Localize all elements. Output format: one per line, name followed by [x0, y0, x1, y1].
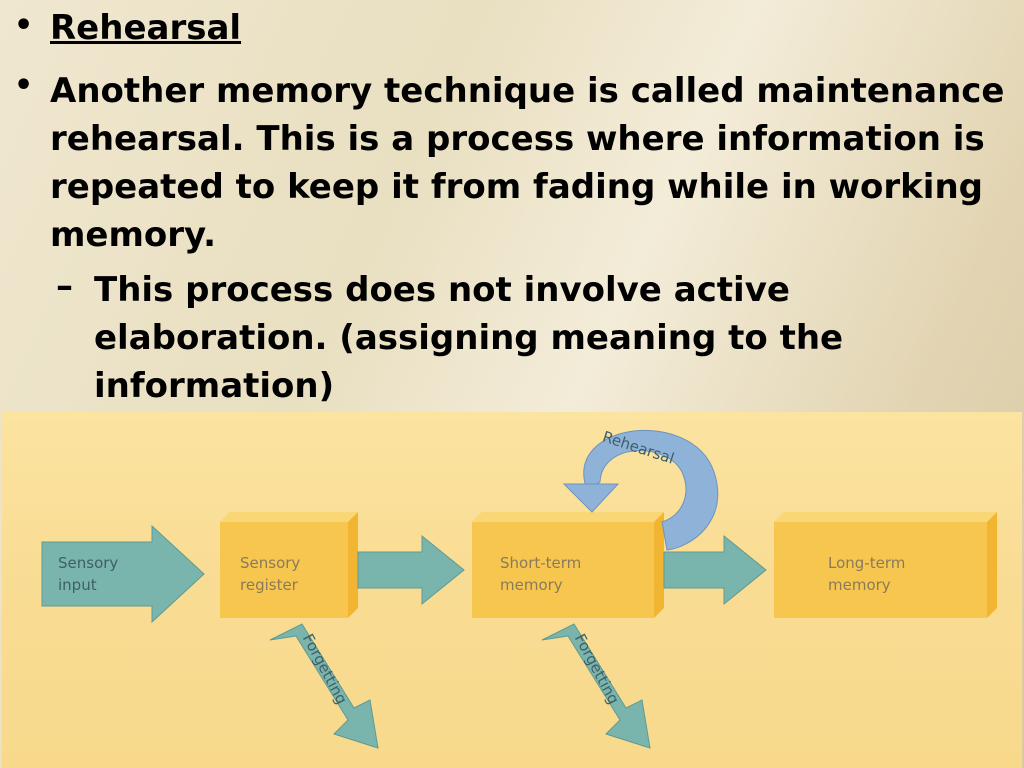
- sensory-register-label-line2: register: [240, 576, 299, 594]
- forgetting-arrow-stm: Forgetting: [541, 623, 651, 749]
- stm-to-ltm-arrow: [663, 534, 767, 606]
- long-term-label-line2: memory: [828, 576, 891, 594]
- long-term-label-line1: Long-term: [828, 554, 905, 572]
- register-to-stm-arrow: [357, 534, 465, 606]
- short-term-label-line1: Short-term: [500, 554, 581, 572]
- sub-bullet-text: This process does not involve active ela…: [94, 270, 844, 406]
- main-bullet-text: Another memory technique is called maint…: [50, 71, 1005, 255]
- bullet-marker: •: [14, 68, 34, 103]
- forgetting-arrow-sensory: Forgetting: [269, 623, 379, 749]
- short-term-memory-box: Short-term memory: [472, 512, 664, 618]
- heading-rehearsal: Rehearsal: [50, 8, 242, 48]
- sensory-register-box: Sensory register: [220, 512, 358, 618]
- sub-bullet-marker: –: [56, 266, 73, 306]
- sensory-input-label-line2: input: [58, 576, 97, 594]
- sensory-register-label-line1: Sensory: [240, 554, 300, 572]
- sensory-input-label-line1: Sensory: [58, 554, 118, 572]
- forgetting-label-1: Forgetting: [299, 631, 351, 707]
- sensory-input-arrow: Sensory input: [41, 524, 205, 624]
- short-term-label-line2: memory: [500, 576, 563, 594]
- diagram-canvas: Sensory input Sensory register Short-ter…: [41, 428, 997, 749]
- memory-model-diagram: Sensory input Sensory register Short-ter…: [2, 412, 1022, 768]
- bullet-marker: •: [14, 8, 34, 43]
- forgetting-label-2: Forgetting: [571, 631, 623, 707]
- long-term-memory-box: Long-term memory: [774, 512, 997, 618]
